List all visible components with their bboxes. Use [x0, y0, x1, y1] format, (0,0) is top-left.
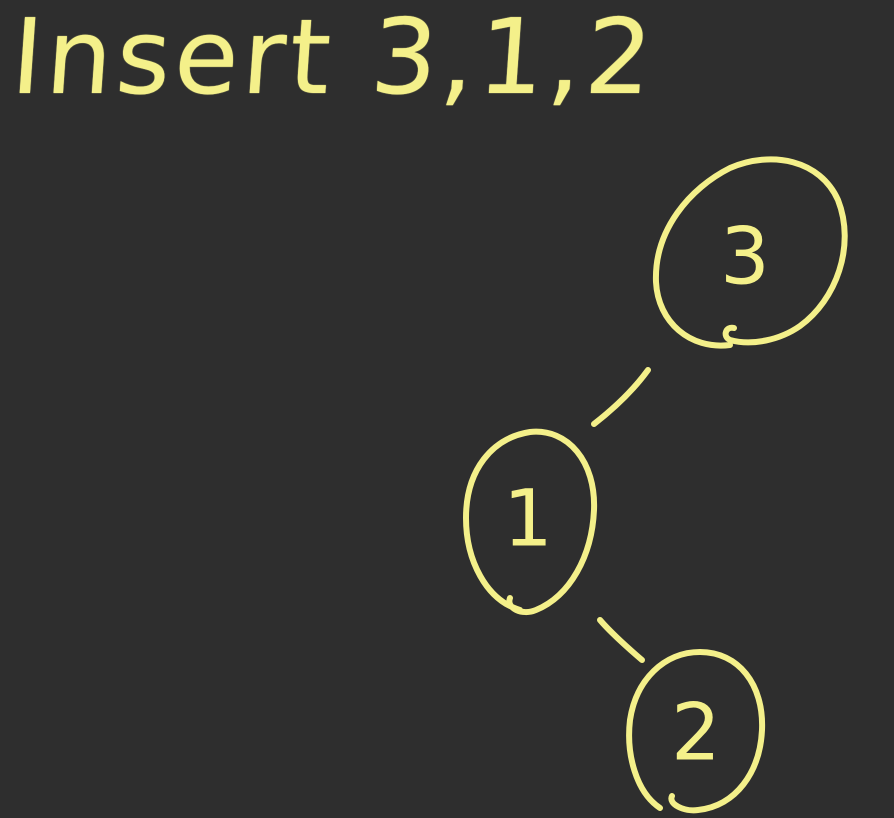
- tree-edge-1-2: [597, 617, 645, 663]
- tree-node-1-circle: [463, 428, 598, 616]
- tree-node-2-label: 2: [671, 688, 721, 778]
- tree-edge-3-1: [591, 367, 651, 427]
- tree-node-3-label: 3: [720, 212, 770, 302]
- tree-node-3-circle: [652, 156, 848, 349]
- tree-node-1-label: 1: [503, 474, 553, 564]
- tree-node-2-circle: [626, 649, 766, 814]
